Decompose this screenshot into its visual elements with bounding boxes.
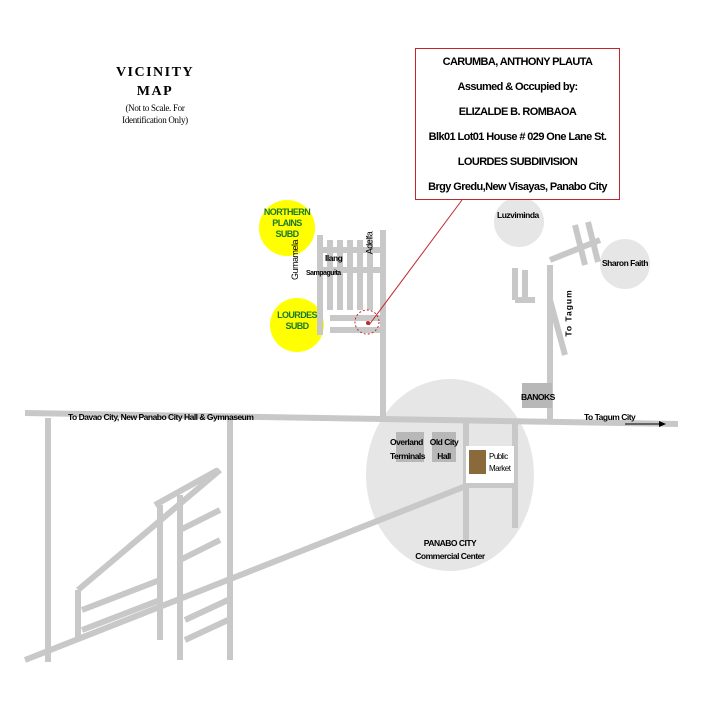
old-city-hall-building	[432, 432, 456, 462]
luzviminda-area	[494, 197, 544, 247]
pointer-line	[368, 199, 463, 326]
assumed-label: Assumed & Occupied by:	[457, 81, 578, 93]
info-box: CARUMBA, ANTHONY PLAUTA Assumed & Occupi…	[415, 48, 620, 200]
occupant-name: ELIZALDE B. ROMBAOA	[458, 106, 577, 118]
owner-name: CARUMBA, ANTHONY PLAUTA	[442, 56, 593, 68]
subdivision: LOURDES SUBDIIVISION	[457, 156, 578, 168]
label-gumamela: Gumamela	[290, 239, 301, 281]
lourdes-area	[270, 298, 324, 352]
label-adelfa: Adelfa	[364, 231, 375, 255]
public-market-icon	[469, 450, 486, 474]
arrow-head-icon	[659, 421, 666, 427]
commercial-center-area	[366, 379, 534, 571]
label-sampaguita: Sampaguita	[306, 270, 341, 277]
label-to-tagum-vertical: To Tagum	[563, 289, 574, 337]
sharon-faith-area	[600, 239, 650, 289]
label-sharon-faith: Sharon Faith	[602, 258, 648, 268]
overland-terminal-building	[396, 432, 424, 462]
label-to-tagum-city: To Tagum City	[584, 412, 636, 422]
label-banoks: BANOKS	[521, 392, 555, 402]
site-marker-circle	[354, 309, 380, 335]
address: Blk01 Lot01 House # 029 One Lane St.	[428, 131, 607, 143]
northern-plains-area	[259, 200, 315, 256]
roads	[23, 221, 679, 663]
site-marker-dot	[366, 321, 370, 325]
label-to-davao: To Davao City, New Panabo City Hall & Gy…	[68, 412, 254, 422]
label-ilang: Ilang	[325, 253, 343, 263]
label-luzviminda: Luzviminda	[497, 210, 539, 220]
location: Brgy Gredu,New Visayas, Panabo City	[428, 181, 607, 193]
banoks-building	[522, 383, 552, 408]
